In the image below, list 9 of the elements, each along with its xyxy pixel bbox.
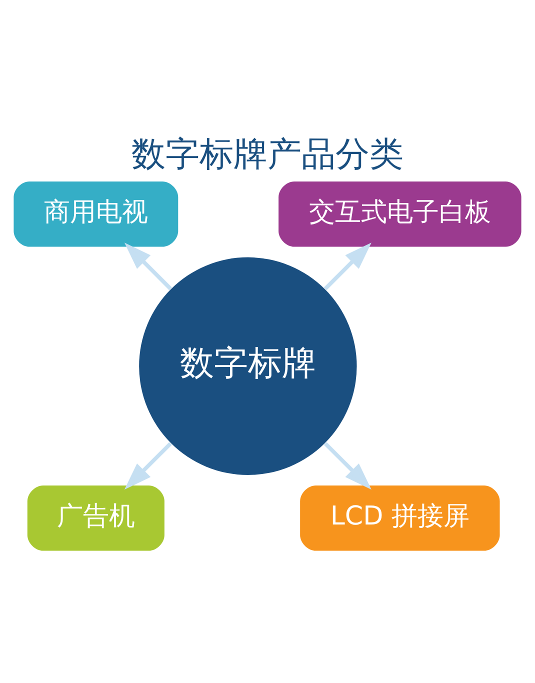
diagram-title: 数字标牌产品分类 [132,135,404,174]
arrow [324,242,372,290]
arrow [124,242,172,290]
arrow [124,442,172,490]
node-box: 广告机 [27,485,164,550]
node-box: LCD 拼接屏 [300,485,500,550]
node-box: 商用电视 [14,181,178,246]
node-box: 交互式电子白板 [278,181,522,246]
arrow [324,442,372,490]
